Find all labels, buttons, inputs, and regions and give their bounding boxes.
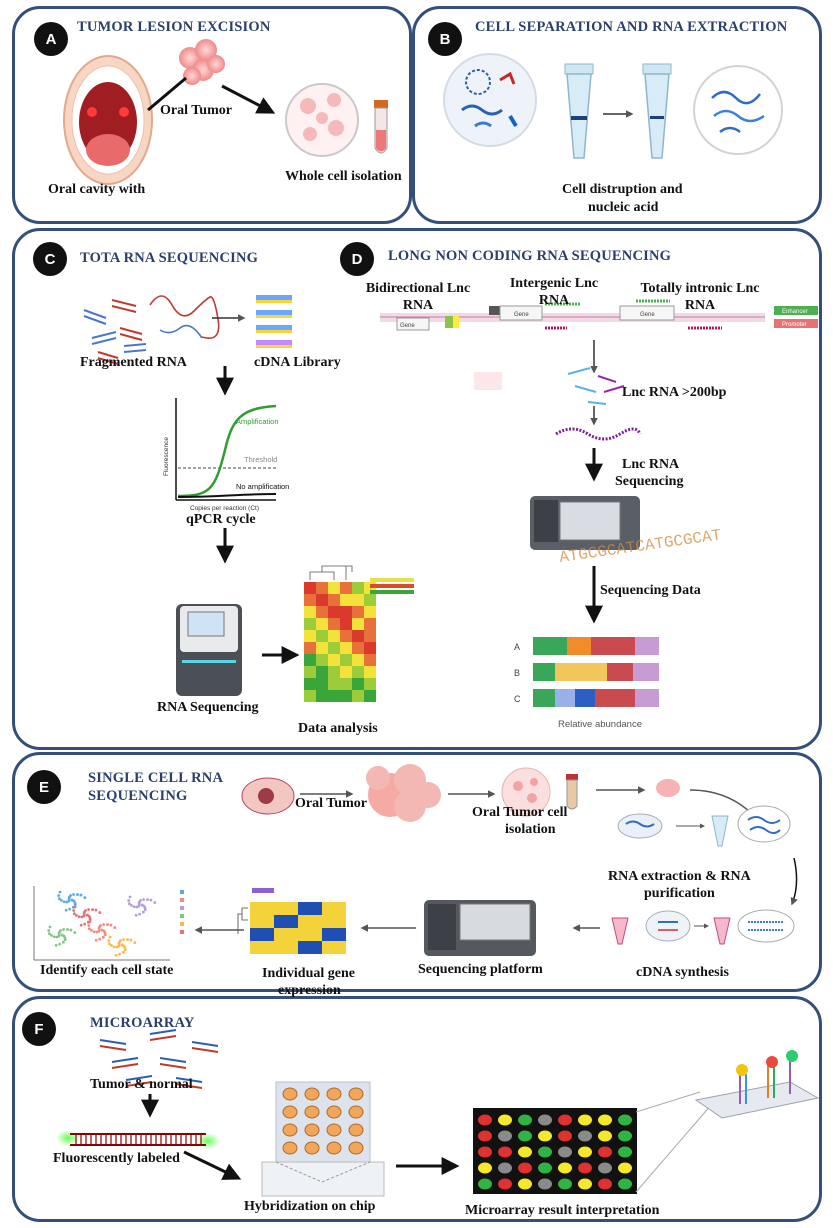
label-disruption-line2: nucleic acid — [588, 200, 659, 215]
label-oral-cavity: Oral cavity with — [48, 182, 146, 197]
label-oral-tumor-a: Oral Tumor — [160, 103, 232, 118]
badge-f: F — [22, 1012, 56, 1046]
badge-b: B — [428, 22, 462, 56]
label-sequencing-platform: Sequencing platform — [418, 962, 543, 977]
label-fluorescent: Fluorescently labeled — [53, 1151, 180, 1166]
panel-e-title-line1: SINGLE CELL RNA — [88, 770, 224, 786]
label-extraction-line2: purification — [644, 886, 715, 901]
label-lnc-seq-line2: Sequencing — [615, 474, 684, 489]
label-gene-expr-line2: expression — [278, 983, 341, 998]
label-hybridization: Hybridization on chip — [244, 1199, 376, 1214]
badge-e: E — [27, 770, 61, 804]
label-tumor-normal: Tumor & normal — [90, 1077, 193, 1092]
label-bidirectional: Bidirectional Lnc RNA — [365, 281, 471, 313]
badge-d: D — [340, 242, 374, 276]
label-cdna-library: cDNA Library — [254, 355, 341, 370]
label-seq-data: Sequencing Data — [600, 583, 701, 598]
panel-e-title-line2: SEQUENCING — [88, 788, 188, 804]
panel-b-title: CELL SEPARATION AND RNA EXTRACTION — [475, 19, 788, 35]
label-data-analysis: Data analysis — [298, 721, 378, 736]
label-lnc-size: Lnc RNA >200bp — [622, 385, 727, 400]
badge-c: C — [33, 242, 67, 276]
label-interpretation: Microarray result interpretation — [465, 1203, 660, 1218]
label-cdna-synthesis: cDNA synthesis — [636, 965, 729, 980]
label-whole-cell: Whole cell isolation — [285, 169, 402, 184]
panel-a-title: TUMOR LESION EXCISION — [77, 19, 271, 35]
label-isolation-line2: isolation — [505, 822, 556, 837]
badge-a: A — [34, 22, 68, 56]
panel-c-title: TOTA RNA SEQUENCING — [80, 250, 259, 266]
label-lnc-seq-line1: Lnc RNA — [622, 457, 680, 472]
label-fragmented-rna: Fragmented RNA — [80, 355, 187, 370]
label-intergenic: Intergenic Lnc RNA — [509, 276, 599, 308]
label-intronic: Totally intronic Lnc RNA — [640, 281, 760, 313]
panel-f-title: MICROARRAY — [90, 1015, 195, 1031]
label-oral-tumor-e: Oral Tumor — [295, 796, 367, 811]
label-qpcr-cycle: qPCR cycle — [186, 512, 256, 527]
label-disruption-line1: Cell distruption and — [562, 182, 683, 197]
label-cell-state: Identify each cell state — [40, 963, 174, 978]
label-isolation-line1: Oral Tumor cell — [472, 805, 568, 820]
label-rna-sequencing: RNA Sequencing — [157, 700, 259, 715]
label-gene-expr-line1: Individual gene — [262, 966, 355, 981]
panel-d-title: LONG NON CODING RNA SEQUENCING — [388, 248, 672, 264]
label-extraction-line1: RNA extraction & RNA — [608, 869, 751, 884]
